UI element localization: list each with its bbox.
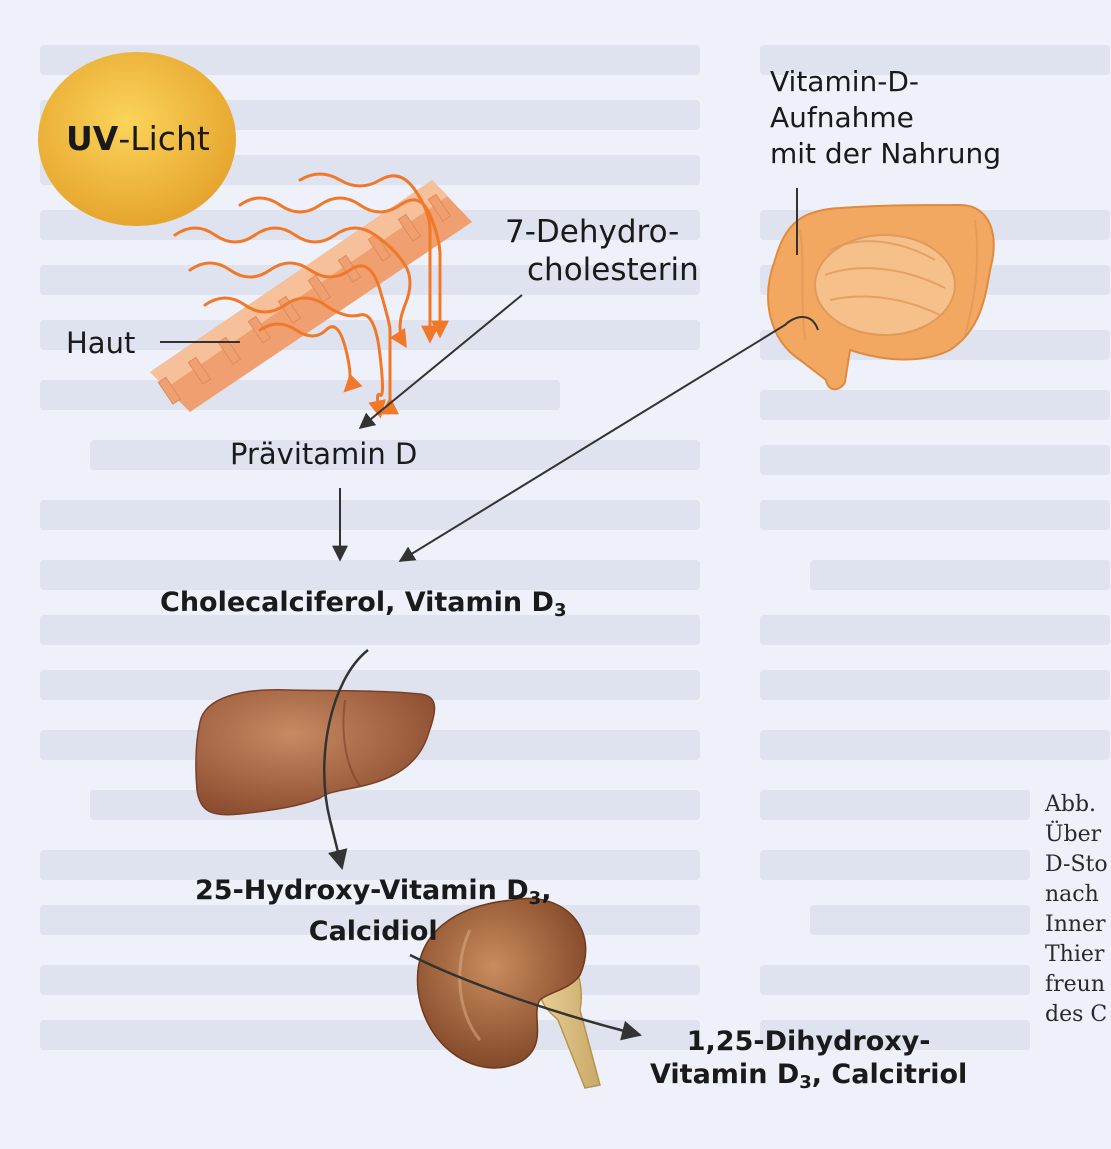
cholecalciferol-label: Cholecalciferol, Vitamin D3 bbox=[160, 586, 566, 627]
figure-caption: Abb. Über D-Sto nach Inner Thier freun d… bbox=[1045, 790, 1111, 1030]
arrow-intestine-to-cholecalciferol bbox=[400, 317, 818, 561]
uv-light-licht: -Licht bbox=[118, 119, 209, 158]
caption-line: des C bbox=[1045, 1000, 1111, 1030]
skin-label: Haut bbox=[66, 327, 135, 360]
dehydro-line2: cholesterin bbox=[505, 251, 699, 289]
calcitriol-label: 1,25-Dihydroxy- Vitamin D3, Calcitriol bbox=[650, 1025, 967, 1099]
calcitriol-line2-b: , Calcitriol bbox=[812, 1059, 968, 1090]
cholecalciferol-subscript: 3 bbox=[554, 600, 567, 621]
dietary-line2: Aufnahme bbox=[770, 100, 1001, 136]
cholecalciferol-text: Cholecalciferol, Vitamin D bbox=[160, 587, 554, 618]
dietary-line3: mit der Nahrung bbox=[770, 136, 1001, 172]
calcidiol-subscript: 3 bbox=[529, 888, 542, 909]
calcitriol-line2-a: Vitamin D bbox=[650, 1059, 799, 1090]
caption-line: freun bbox=[1045, 970, 1111, 1000]
skin-graphic bbox=[150, 180, 472, 412]
uv-light-label: UV-Licht bbox=[66, 120, 210, 158]
previtamin-label: Prävitamin D bbox=[230, 438, 417, 471]
dietary-intake-label: Vitamin-D- Aufnahme mit der Nahrung bbox=[770, 64, 1001, 172]
calcidiol-line2: Calcidiol bbox=[195, 915, 551, 948]
intestine-graphic bbox=[768, 205, 994, 389]
calcidiol-label: 25-Hydroxy-Vitamin D3, Calcidiol bbox=[195, 874, 551, 948]
dehydrocholesterol-label: 7-Dehydro- cholesterin bbox=[505, 213, 699, 289]
dietary-line1: Vitamin-D- bbox=[770, 64, 1001, 100]
caption-line: Abb. bbox=[1045, 790, 1111, 820]
liver-graphic bbox=[196, 690, 435, 815]
caption-line: D-Sto bbox=[1045, 850, 1111, 880]
uv-light-uv: UV bbox=[66, 119, 118, 158]
calcitriol-subscript: 3 bbox=[799, 1072, 812, 1093]
calcidiol-line1: 25-Hydroxy-Vitamin D bbox=[195, 875, 529, 906]
caption-line: Über bbox=[1045, 820, 1111, 850]
caption-line: nach bbox=[1045, 880, 1111, 910]
caption-line: Inner bbox=[1045, 910, 1111, 940]
calcitriol-line1: 1,25-Dihydroxy- bbox=[650, 1025, 967, 1058]
caption-line: Thier bbox=[1045, 940, 1111, 970]
dehydro-line1: 7-Dehydro- bbox=[505, 213, 699, 251]
calcidiol-line1-end: , bbox=[541, 875, 551, 906]
